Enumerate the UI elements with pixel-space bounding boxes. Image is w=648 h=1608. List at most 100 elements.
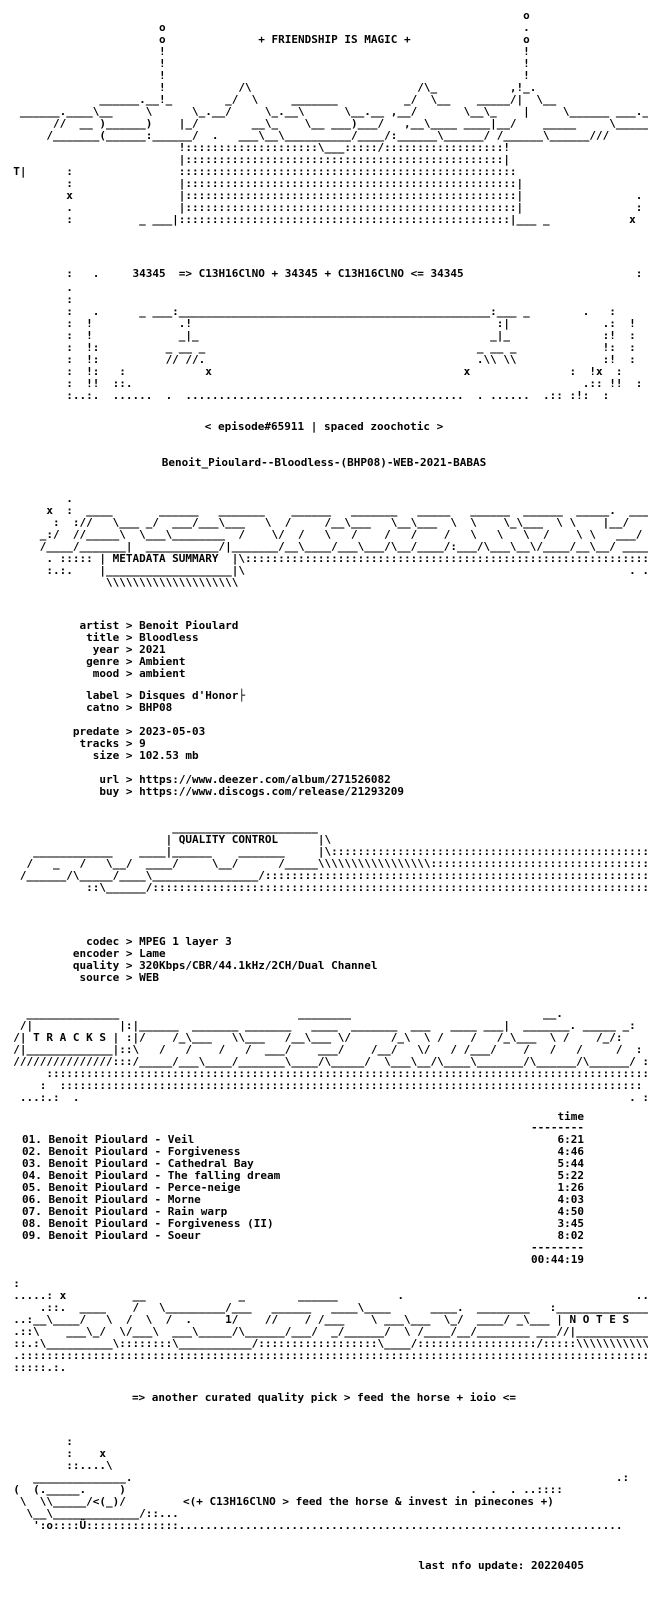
ascii-line: : . _ ___:______________________________… (0, 305, 616, 318)
ascii-line: ! ! (0, 57, 530, 70)
track-time: 5:22 (557, 1169, 585, 1182)
ascii-line: /|_____________|::\ / / / / ___/ ___/ /_… (0, 1043, 643, 1056)
track-title: 08. Benoit Pioulard - Forgiveness (II) (22, 1217, 274, 1230)
tracklist-total: 00:44:19 (531, 1253, 584, 1266)
tracklist-time-header: time (557, 1110, 585, 1123)
ascii-line: /| |:|______ _______ _______ ____ ______… (0, 1019, 636, 1032)
ascii-line: .....: x __ _ ______ . ..:> (0, 1289, 648, 1302)
quality-control-banner: ______________________ | QUALITY CONTROL… (0, 822, 648, 906)
track-title: 07. Benoit Pioulard - Rain warp (22, 1205, 228, 1218)
episode-line: < episode#65911 | spaced zoochotic > (204, 420, 444, 433)
buy-link[interactable]: https://www.discogs.com/release/21293209 (139, 785, 404, 798)
track-title: 09. Benoit Pioulard - Soeur (22, 1229, 201, 1242)
track-title: 01. Benoit Pioulard - Veil (22, 1133, 195, 1146)
tracks-banner: ______________ ________ __. /| |:|______… (0, 1008, 648, 1104)
metadata-title: title > Bloodless (0, 631, 199, 644)
ascii-line: | QUALITY CONTROL |\ (0, 833, 332, 846)
track-time: 4:50 (557, 1205, 585, 1218)
ascii-line: .::\ ___\_/ \/___\ ___\_____/\______/___… (0, 1325, 648, 1338)
ascii-line: /______/\_____/____\________________/:::… (19, 869, 648, 882)
quality-source: source > WEB (0, 971, 159, 984)
ascii-line: ::.:\__________\::::::::\___________/:::… (0, 1337, 648, 1350)
metadata-mood: mood > ambient (0, 667, 186, 680)
ascii-line: . ::::: | METADATA SUMMARY |\:::::::::::… (0, 552, 648, 565)
notes-text: => another curated quality pick > feed t… (131, 1391, 517, 1404)
tracklist-total-rule: -------- (531, 1241, 584, 1254)
metadata-summary-banner: . : x : ____ ______ _______ ______ _____… (0, 493, 648, 589)
track-row: 06. Benoit Pioulard - Morne 4:03 (22, 1194, 584, 1206)
ascii-line: // __ )______) |_/ __\_ \__ ___)___/ ,__… (0, 117, 648, 130)
ascii-line: :::::.:. ..: (0, 1361, 648, 1374)
track-row: 03. Benoit Pioulard - Cathedral Bay 5:44 (22, 1158, 584, 1170)
ascii-line: ______________. .: (0, 1471, 630, 1484)
ascii-line: : x (0, 1447, 106, 1460)
ascii-line: . |:::::::::::::::::::::::::::::::::::::… (0, 201, 643, 214)
ascii-line: / _ / \__/ ____/ \__/ /_____\\\\\\\\\\\\… (26, 857, 648, 870)
metadata-predate: predate > 2023-05-03 (0, 725, 206, 738)
ascii-line: : ! _|_ _|_ :! : (0, 329, 636, 342)
track-title: 03. Benoit Pioulard - Cathedral Bay (22, 1157, 254, 1170)
ascii-line: |:::::::::::::::::::::::::::::::::::::::… (0, 153, 510, 166)
ascii-line: : |:::::::::::::::::::::::::::::::::::::… (0, 177, 524, 190)
track-time: 8:02 (557, 1229, 585, 1242)
ascii-line: \ \\_____/<(_)/ (0, 1495, 126, 1508)
track-title: 02. Benoit Pioulard - Forgiveness (22, 1145, 241, 1158)
ascii-line: : ::::::::::::::::::::::::::::::::::::::… (0, 1079, 648, 1092)
metadata-year: year > 2021 (0, 643, 166, 656)
track-time: 4:46 (557, 1145, 585, 1158)
track-row: 09. Benoit Pioulard - Soeur 8:02 (22, 1230, 584, 1242)
ascii-line: ! ! (0, 45, 530, 58)
track-time: 4:03 (557, 1193, 585, 1206)
ascii-line: ____________ ____|______ _______ |\:::::… (0, 845, 648, 858)
quality-encoder: encoder > Lame (0, 947, 166, 960)
track-row: 02. Benoit Pioulard - Forgiveness 4:46 (22, 1146, 584, 1158)
ascii-line: : :// \___ _/ ___/___\___ \ / /__\___ \_… (0, 516, 648, 529)
ascii-line: : !! ::. .:: !! : (0, 377, 643, 390)
frame-ascii-art: . : : . _ ___:__________________________… (0, 282, 642, 402)
footer-ascii-art: : : x ::....\ ______________. .: ( (.___… (0, 1436, 629, 1532)
ascii-line: o + FRIENDSHIP IS MAGIC + o (0, 33, 530, 46)
ascii-line: o (0, 9, 530, 22)
ascii-line: ::....\ (0, 1459, 113, 1472)
track-title: 05. Benoit Pioulard - Perce-neige (22, 1181, 241, 1194)
ascii-line: . . .: (0, 893, 648, 906)
header-ascii-art: o o . o + FRIENDSHIP IS MAGIC + o ! (0, 10, 648, 226)
ascii-line: /_______(______:______/ . ___\__\_______… (0, 129, 610, 142)
ascii-line: ':o::::Ü::::::::::::::..................… (0, 1519, 623, 1532)
url-link[interactable]: https://www.deezer.com/album/271526082 (139, 773, 391, 786)
ascii-line: ..:__\____/ \ / \ / . 1/ // / /___ \ ___… (0, 1313, 648, 1326)
ascii-line: ! ! (0, 69, 530, 82)
ascii-line: x : ____ ______ _______ ______ _______ _… (0, 504, 648, 517)
ascii-line: . : (0, 492, 648, 505)
ascii-line: /____/_______| ___________/|_______/__\_… (0, 540, 648, 553)
metadata-url: url > https://www.deezer.com/album/27152… (0, 773, 391, 786)
ascii-line: \\\\\\\\\\\\\\\\\\\\ (0, 576, 239, 589)
track-time: 5:44 (557, 1157, 585, 1170)
ascii-line: .::. ____ / \_________/___ ______ ____\_… (0, 1301, 648, 1314)
quality-quality: quality > 320Kbps/CBR/44.1kHz/2CH/Dual C… (0, 959, 378, 972)
track-title: 06. Benoit Pioulard - Morne (22, 1193, 201, 1206)
ascii-line: . (0, 281, 73, 294)
metadata-size: size > 102.53 mb (0, 749, 199, 762)
metadata-artist: artist > Benoit Pioulard (0, 619, 239, 632)
ascii-line: ::::::::::::::::::::::::::::::::::::::::… (0, 1067, 648, 1080)
ascii-line: x |:::::::::::::::::::::::::::::::::::::… (0, 189, 643, 202)
metadata-catno: catno > BHP08 (0, 701, 173, 714)
ascii-line: _:/ //_____\ \___\________ / \/ / \ / / … (0, 528, 648, 541)
ascii-line: : _ ___|::::::::::::::::::::::::::::::::… (0, 213, 636, 226)
ascii-line: :..:. ...... . .........................… (0, 389, 610, 402)
track-row: 07. Benoit Pioulard - Rain warp 4:50 (22, 1206, 584, 1218)
ascii-line: o . (0, 21, 530, 34)
ascii-line: ::\______/::::::::::::::::::::::::::::::… (0, 881, 648, 894)
ascii-line: ______________________ (0, 821, 318, 834)
ascii-line: .:::::::::::::::::::::::::::::::::::::::… (0, 1349, 648, 1362)
tracklist-header-rule: -------- (531, 1121, 584, 1134)
ascii-line: ( (._____. ) . . . ..:::: (0, 1483, 563, 1496)
metadata-label: label > Disques d'Honor├ (0, 689, 246, 702)
ascii-line: ! /\ /\_ ,!_. (0, 81, 537, 94)
quality-codec: codec > MPEG 1 layer 3 (0, 935, 232, 948)
ascii-line: ______________ ________ __. (0, 1007, 563, 1020)
ascii-line: : (0, 293, 73, 306)
